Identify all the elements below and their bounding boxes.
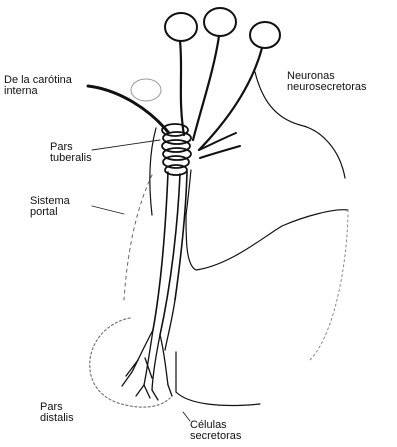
neuron-axons: [180, 36, 262, 150]
label-carotida: De la carótina interna: [4, 75, 72, 97]
label-celulas-line2: secretoras: [190, 431, 241, 442]
label-sistema-portal: Sistema portal: [30, 196, 70, 218]
label-carotida-line2: interna: [4, 86, 72, 97]
leader-lines: [92, 140, 190, 421]
neuron-cell-body-3: [250, 22, 280, 48]
label-celulas: Células secretoras: [190, 420, 241, 442]
median-eminence-outline: [131, 79, 161, 101]
carotid-artery: [88, 86, 168, 132]
posterior-lobe-outline: [186, 210, 348, 270]
label-pars-tuberalis-line2: tuberalis: [50, 153, 92, 164]
label-sistema-portal-line2: portal: [30, 207, 70, 218]
anterior-lobe-outline: [90, 318, 170, 407]
label-neuronas-line2: neurosecretoras: [287, 82, 367, 93]
neuron-cell-body-1: [165, 13, 197, 41]
label-pars-tuberalis: Pars tuberalis: [50, 142, 92, 164]
secondary-capillary-plexus: [122, 300, 175, 400]
label-neuronas: Neuronas neurosecretoras: [287, 71, 367, 93]
label-pars-distalis: Pars distalis: [40, 402, 74, 424]
label-pars-distalis-line2: distalis: [40, 413, 74, 424]
neuron-cell-body-2: [204, 8, 236, 36]
portal-veins: [153, 172, 187, 335]
